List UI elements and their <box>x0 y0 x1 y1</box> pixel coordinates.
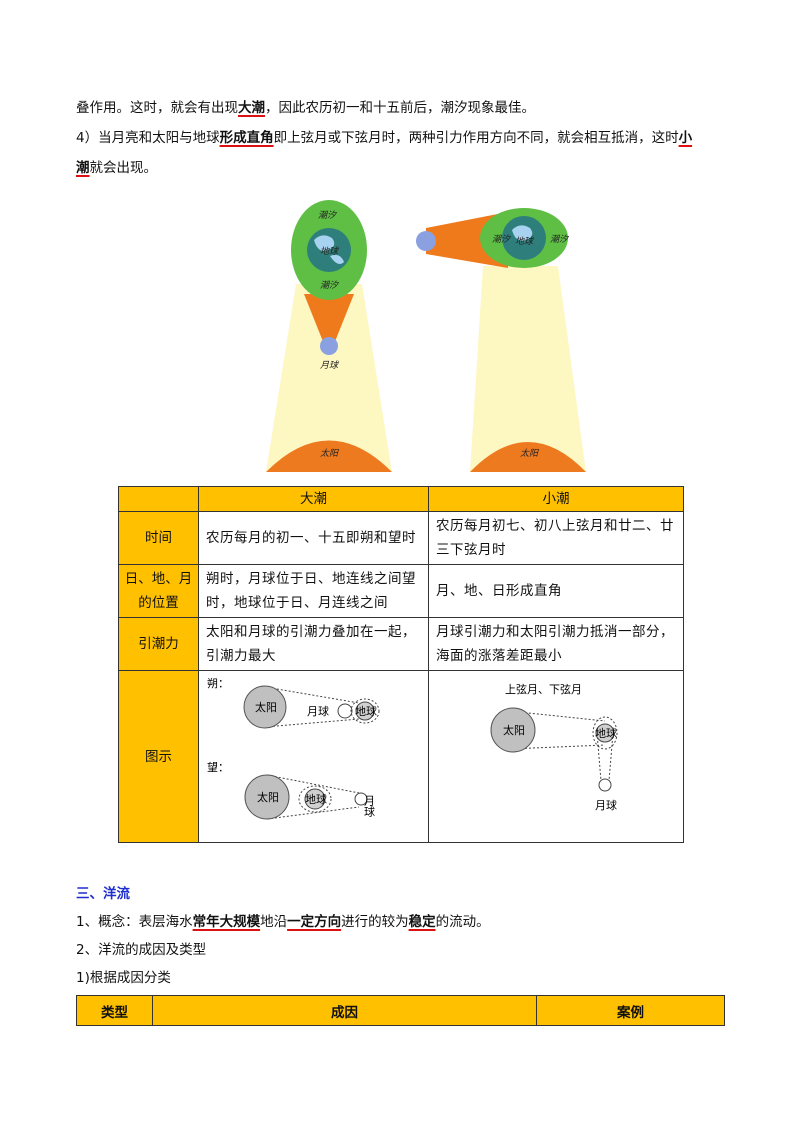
header-cell: 大潮 <box>198 486 429 512</box>
sun-circle <box>243 685 287 729</box>
ocean-current-table: 类型 成因 案例 <box>76 995 725 1026</box>
sun-text: 太阳 <box>255 701 277 714</box>
text: 叠作用。这时，就会有出现 <box>76 100 238 116</box>
neap-tide-illustration: 潮汐 地球 潮汐 太阳 <box>416 208 586 472</box>
earth-circle <box>355 701 375 721</box>
table-row: 时间 农历每月的初一、十五即朔和望时 农历每月初七、初八上弦月和廿二、廿三下弦月… <box>118 511 684 565</box>
keyword-right-angle: 形成直角 <box>219 130 274 146</box>
moon-text-2: 月球 <box>363 795 376 817</box>
table-cell: 太阳和月球的引潮力叠加在一起，引潮力最大 <box>198 617 429 671</box>
text: 就会出现。 <box>89 160 158 176</box>
earth-circle <box>595 723 615 743</box>
header-cell <box>118 486 199 512</box>
paragraph-line-3: 潮就会出现。 <box>76 154 724 182</box>
shuo-label: 朔： <box>207 677 229 690</box>
paragraph-line-2: 4）当月亮和太阳与地球形成直角即上弦月或下弦月时，两种引力作用方向不同，就会相互… <box>76 124 724 152</box>
tide-comparison-table: 大潮 小潮 时间 农历每月的初一、十五即朔和望时 农历每月初七、初八上弦月和廿二… <box>118 486 684 843</box>
text: 的流动。 <box>435 914 490 930</box>
moon-circle <box>598 778 612 792</box>
text: 进行的较为 <box>341 914 409 930</box>
row-label: 图示 <box>118 670 199 843</box>
neap-tide-diagram: 上弦月、下弦月 太阳 地球 月球 <box>490 682 618 812</box>
sun-circle-2 <box>244 774 290 820</box>
label-left: 潮汐 <box>492 234 511 245</box>
neap-title: 上弦月、下弦月 <box>505 682 582 696</box>
keyword-direction: 一定方向 <box>287 914 342 930</box>
table-cell: 农历每月初七、初八上弦月和廿二、廿三下弦月时 <box>428 511 684 565</box>
row-label: 日、地、月的位置 <box>118 564 199 618</box>
label-right: 潮汐 <box>550 234 569 245</box>
spring-tide-illustration: 潮汐 地球 潮汐 月球 太阳 <box>266 200 392 472</box>
text: 地沿 <box>260 914 288 930</box>
spring-diagram-cell: 朔： 太阳 月球 地球 望： 太阳 地球 <box>198 670 429 843</box>
label-bottom: 潮汐 <box>320 280 339 291</box>
row-label: 时间 <box>118 511 199 565</box>
list-item: 1)根据成因分类 <box>76 970 171 986</box>
table-header-row: 类型 成因 案例 <box>76 995 725 1026</box>
moon-shape <box>416 231 436 251</box>
moon-circle-2 <box>354 792 368 806</box>
keyword-stable: 稳定 <box>408 914 436 930</box>
keyword-neap-2: 潮 <box>76 160 90 176</box>
table-row: 引潮力 太阳和月球的引潮力叠加在一起，引潮力最大 月球引潮力和太阳引潮力抵消一部… <box>118 617 684 671</box>
earth-text-2: 地球 <box>305 792 327 806</box>
label-moon: 月球 <box>320 360 340 371</box>
keyword-spring-tide: 大潮 <box>238 100 265 116</box>
moon-circle <box>337 703 353 719</box>
header-cell: 案例 <box>536 995 725 1026</box>
label-top: 潮汐 <box>318 210 337 221</box>
text: 1、概念：表层海水 <box>76 914 193 930</box>
label-sun: 太阳 <box>320 448 339 459</box>
label-sun: 太阳 <box>520 448 539 459</box>
sun-circle <box>490 707 536 753</box>
table-row: 日、地、月的位置 朔时，月球位于日、地连线之间望时，地球位于日、月连线之间 月、… <box>118 564 684 618</box>
table-row: 图示 朔： 太阳 月球 地球 望： <box>118 670 684 843</box>
paragraph-line-1: 叠作用。这时，就会有出现大潮，因此农历初一和十五前后，潮汐现象最佳。 <box>76 94 724 122</box>
label-earth: 地球 <box>320 246 340 257</box>
earth-circle-2 <box>304 788 326 810</box>
moon-text: 月球 <box>307 704 329 718</box>
list-item: 2、洋流的成因及类型 <box>76 942 207 958</box>
table-cell: 朔时，月球位于日、地连线之间望时，地球位于日、月连线之间 <box>198 564 429 618</box>
text: ，因此农历初一和十五前后，潮汐现象最佳。 <box>265 100 535 116</box>
spring-tide-diagram: 朔： 太阳 月球 地球 望： 太阳 地球 <box>207 677 380 820</box>
header-cell: 成因 <box>152 995 537 1026</box>
text: 即上弦月或下弦月时，两种引力作用方向不同，就会相互抵消，这时 <box>273 130 679 146</box>
section-heading: 三、洋流 <box>76 886 130 902</box>
label-earth: 地球 <box>515 236 535 247</box>
row-label: 引潮力 <box>118 617 199 671</box>
header-cell: 类型 <box>76 995 153 1026</box>
sun-text-2: 太阳 <box>257 791 279 804</box>
keyword-large-scale: 常年大规模 <box>192 914 261 930</box>
table-cell: 农历每月的初一、十五即朔和望时 <box>198 511 429 565</box>
earth-text: 地球 <box>355 704 377 718</box>
keyword-neap: 小 <box>678 130 693 146</box>
sun-text: 太阳 <box>503 724 525 737</box>
text: 4）当月亮和太阳与地球 <box>76 130 220 146</box>
sun-shape <box>470 442 586 472</box>
table-cell: 月球引潮力和太阳引潮力抵消一部分，海面的涨落差距最小 <box>428 617 684 671</box>
earth-text: 地球 <box>595 726 617 740</box>
table-header-row: 大潮 小潮 <box>118 486 684 512</box>
moon-text: 月球 <box>595 798 617 812</box>
moon-shape <box>320 337 338 355</box>
sun-shape <box>266 440 392 472</box>
header-cell: 小潮 <box>428 486 684 512</box>
wang-label: 望： <box>207 761 229 774</box>
concept-line: 1、概念：表层海水常年大规模地沿一定方向进行的较为稳定的流动。 <box>76 908 724 936</box>
neap-diagram-cell: 上弦月、下弦月 太阳 地球 月球 <box>428 670 684 843</box>
table-cell: 月、地、日形成直角 <box>428 564 684 618</box>
